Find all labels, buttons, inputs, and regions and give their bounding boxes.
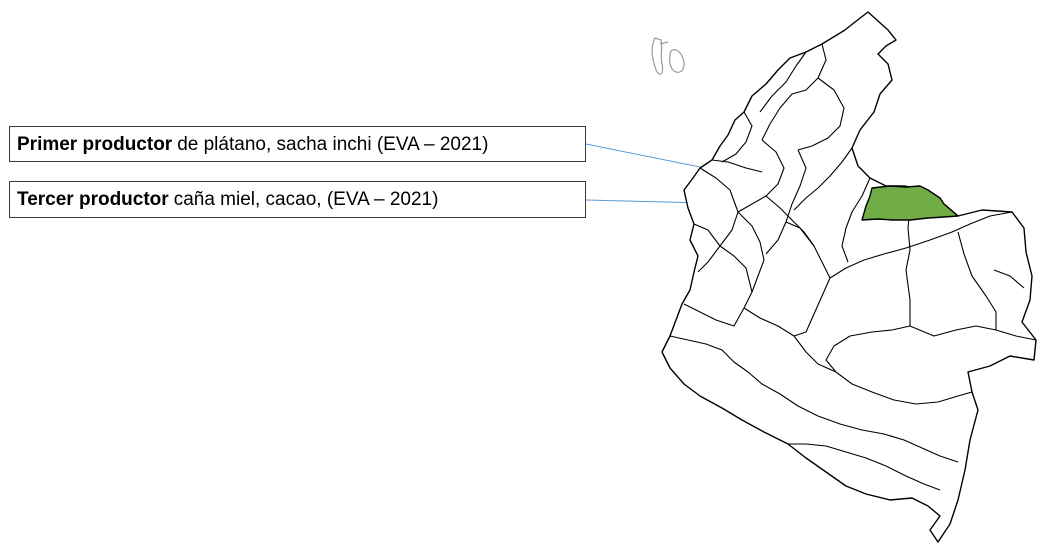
callout-third-producer-text: caña miel, cacao, (EVA – 2021) xyxy=(173,189,439,210)
callout-first-producer: Primer productor de plátano, sacha inchi… xyxy=(9,126,586,162)
callout-first-producer-bold: Primer productor xyxy=(17,133,173,155)
san-andres-islands xyxy=(651,37,685,75)
callout-first-producer-text: de plátano, sacha inchi (EVA – 2021) xyxy=(177,133,489,155)
country-outline xyxy=(661,11,1037,543)
callout-third-producer-bold: Tercer productor xyxy=(17,189,169,210)
highlighted-department-arauca xyxy=(861,185,959,221)
callout-third-producer: Tercer productor caña miel, cacao, (EVA … xyxy=(9,181,586,218)
